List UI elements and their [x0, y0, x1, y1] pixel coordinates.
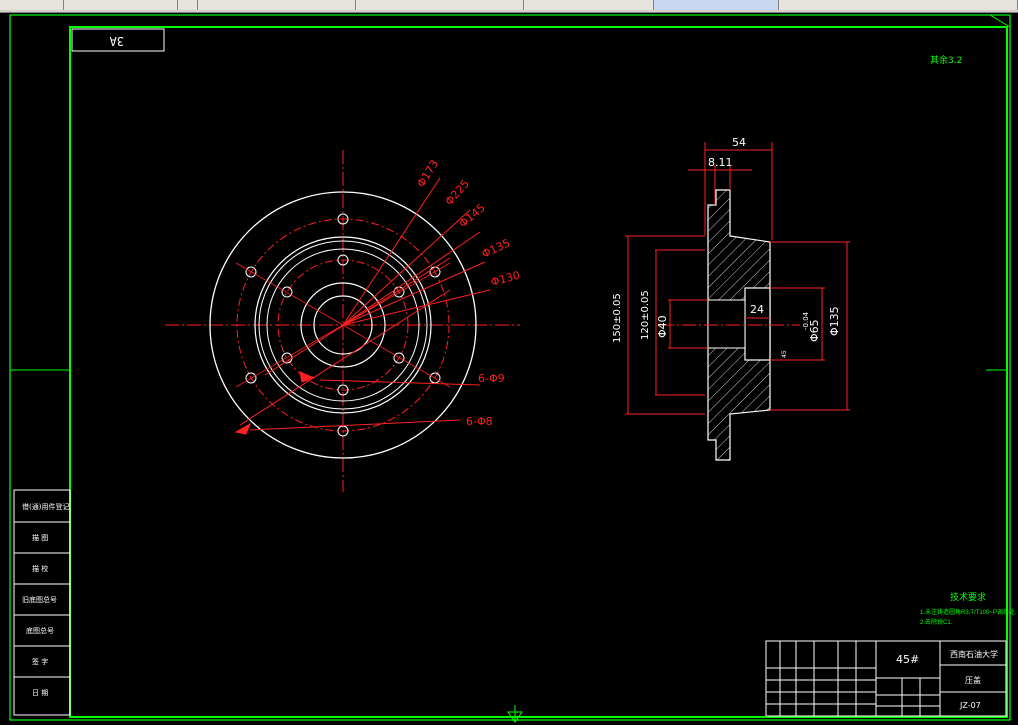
outer-circle — [209, 191, 477, 459]
outer-hole — [245, 266, 257, 278]
cad-drawing-canvas[interactable]: 3A 其余 3.2 — [0, 12, 1018, 725]
inner-hole — [281, 286, 293, 298]
dim-d130: Φ130 — [489, 269, 521, 289]
dim-d145: Φ145 — [457, 201, 488, 230]
dim-150: 150±0.05 — [612, 293, 623, 343]
material-label: 45# — [896, 653, 919, 666]
strip-label-4: 旧底图总号 — [22, 595, 57, 604]
dim-d135: Φ135 — [480, 236, 512, 260]
title-block — [765, 640, 1007, 717]
tab-field-2[interactable] — [64, 0, 178, 10]
tab-field-rest — [779, 0, 1018, 10]
dim-8-11: 8.11 — [708, 156, 733, 169]
orientation-triangle — [507, 711, 523, 723]
roughness-value: 3.2 — [948, 56, 962, 66]
inner-hole — [393, 352, 405, 364]
tab-field-5[interactable] — [356, 0, 524, 10]
outer-hole — [245, 372, 257, 384]
inner-hole — [337, 254, 349, 266]
inner-hole — [337, 384, 349, 396]
dim-6-d9: 6-Φ9 — [478, 372, 505, 385]
small-note: 45 — [781, 350, 788, 358]
tab-field-3[interactable] — [178, 0, 198, 10]
section-bore — [744, 287, 771, 361]
dim-120: 120±0.05 — [640, 290, 651, 340]
part-name-label: 压盖 — [965, 675, 981, 685]
strip-label-6: 签 字 — [32, 657, 48, 666]
outer-hole — [337, 213, 349, 225]
strip-label-5: 底图总号 — [26, 626, 54, 635]
roughness-note: 其余 — [930, 54, 948, 66]
window-tab-strip — [0, 0, 1018, 13]
scale-label: 3A — [109, 34, 124, 48]
tech-req-line2: 2.去除锐C1. — [920, 618, 953, 626]
tab-field-6[interactable] — [524, 0, 654, 10]
dim-d225: Φ225 — [443, 177, 473, 208]
bolt-circle-outer — [236, 218, 450, 432]
section-inner-bore — [707, 299, 746, 349]
inner-frame — [69, 26, 1008, 718]
drawing-number-label: JZ-07 — [959, 701, 981, 710]
dim-54: 54 — [732, 136, 746, 149]
dim-d173: Φ173 — [415, 158, 442, 190]
section-view: 54 8.11 24 150±0.05 120±0.05 Φ40 Φ65 -0.… — [612, 136, 850, 461]
flange-circle-2 — [258, 240, 428, 410]
dim-d40: Φ40 — [656, 315, 669, 338]
strip-label-2: 描 图 — [32, 533, 48, 542]
left-revision-strip — [13, 489, 71, 716]
strip-label-3: 描 校 — [32, 564, 48, 573]
strip-label-1: 借(通)用件登记 — [22, 502, 69, 511]
flange-circle-3 — [266, 248, 420, 402]
dim-24: 24 — [750, 303, 764, 316]
tab-field-1[interactable] — [0, 0, 64, 10]
corner-mark — [989, 14, 1011, 28]
tech-requirements: 技术要求 1.未注铸造圆角R3,T/T100~P调质处. 2.去除锐C1. — [920, 591, 1017, 626]
hub-circle — [300, 282, 386, 368]
tab-field-7[interactable] — [654, 0, 779, 10]
school-label: 西南石油大学 — [950, 649, 998, 659]
scale-box — [71, 28, 165, 52]
front-view: Φ173 Φ225 Φ145 Φ135 Φ130 6-Φ9 6-Φ8 — [165, 150, 521, 492]
bore-circle — [313, 295, 373, 355]
outer-hole — [429, 372, 441, 384]
tech-req-line1: 1.未注铸造圆角R3,T/T100~P调质处. — [920, 608, 1017, 616]
strip-label-7: 日 期 — [32, 689, 48, 697]
outer-border — [9, 14, 1011, 721]
dim-6-d8: 6-Φ8 — [466, 415, 493, 428]
flange-circle-1 — [254, 236, 432, 414]
bolt-circle-inner — [277, 259, 409, 391]
dim-d65-tol: -0.04 — [802, 311, 810, 330]
dim-d135-side: Φ135 — [828, 306, 841, 336]
tab-field-4[interactable] — [198, 0, 356, 10]
dim-d65: Φ65 — [808, 319, 821, 342]
tech-req-title: 技术要求 — [950, 591, 986, 602]
